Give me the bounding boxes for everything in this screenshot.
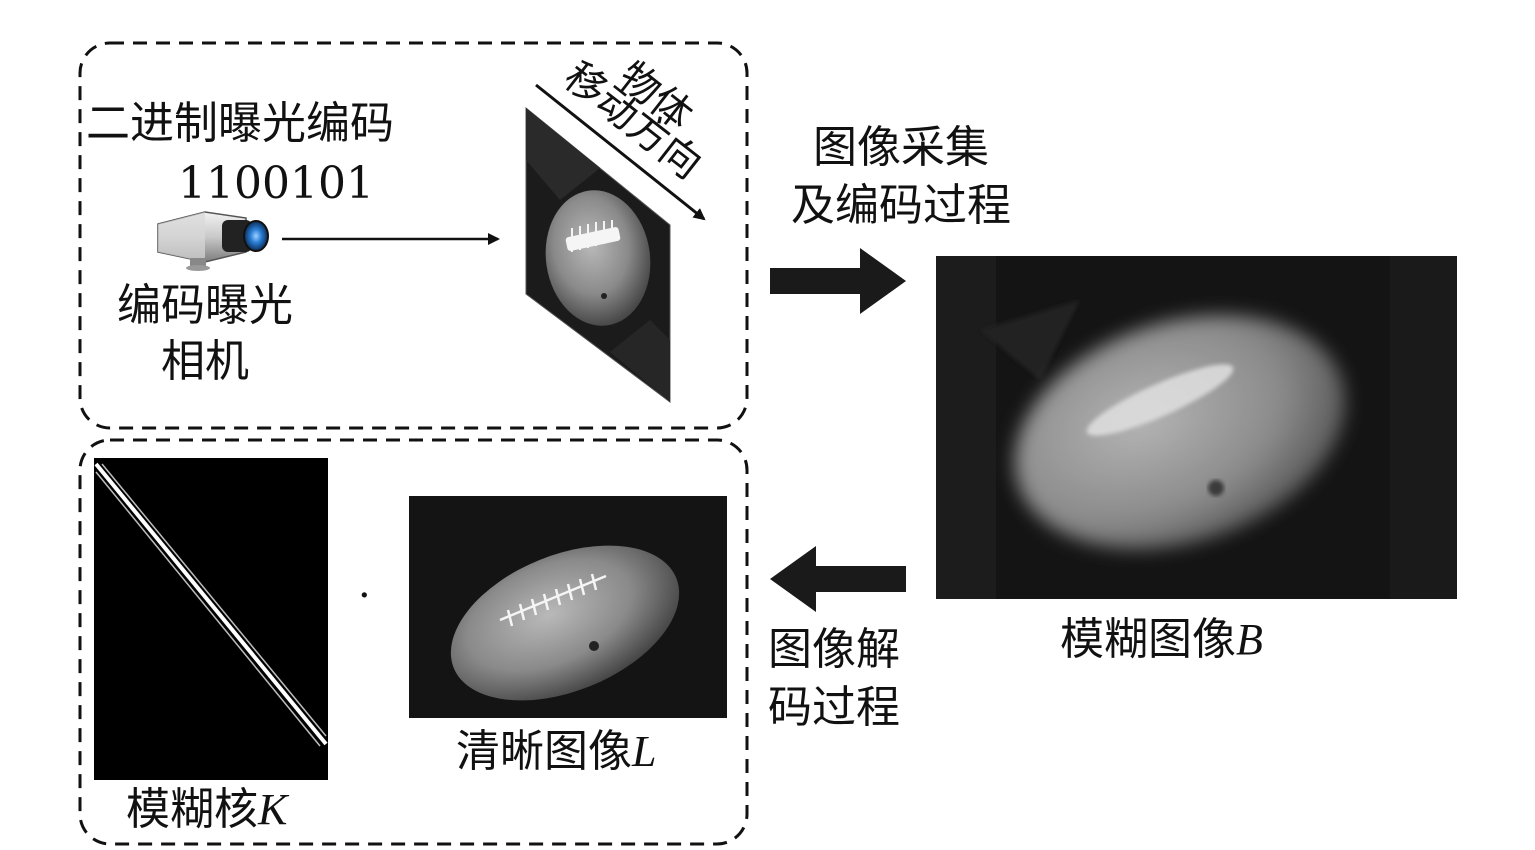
decode-panel-frame <box>78 438 749 846</box>
blur-kernel-image <box>94 458 328 780</box>
binary-code-value: 1100101 <box>178 158 374 209</box>
camera-label-line1: 编码曝光 <box>117 280 293 331</box>
encode-panel-frame <box>78 41 749 430</box>
binary-code-title: 二进制曝光编码 <box>86 98 394 149</box>
blurred-image-symbol: B <box>1236 615 1263 664</box>
blurred-image-label: 模糊图像B <box>1060 618 1263 662</box>
decode-process-line2: 码过程 <box>768 682 900 733</box>
decode-process-line1: 图像解 <box>768 624 900 675</box>
decode-process-arrow <box>770 546 906 612</box>
security-camera-icon <box>157 211 269 271</box>
sharp-image-symbol: L <box>632 727 657 776</box>
capture-process-line2: 及编码过程 <box>791 180 1011 231</box>
american-football-image <box>545 190 651 326</box>
blurred-image <box>936 256 1457 599</box>
kernel-label: 模糊核K <box>126 788 287 832</box>
blurred-image-label-text: 模糊图像 <box>1060 614 1236 665</box>
sharp-image <box>409 496 727 718</box>
multiply-operator: · <box>358 573 371 619</box>
moving-object-image <box>525 106 671 403</box>
camera-label-line2: 相机 <box>161 336 249 387</box>
capture-process-arrow <box>770 248 906 314</box>
motion-direction-arrow <box>535 83 706 221</box>
sharp-image-label: 清晰图像L <box>456 730 656 774</box>
kernel-label-text: 模糊核 <box>126 784 258 835</box>
kernel-symbol: K <box>258 785 288 834</box>
sharp-image-label-text: 清晰图像 <box>456 726 632 777</box>
capture-process-line1: 图像采集 <box>813 122 989 173</box>
